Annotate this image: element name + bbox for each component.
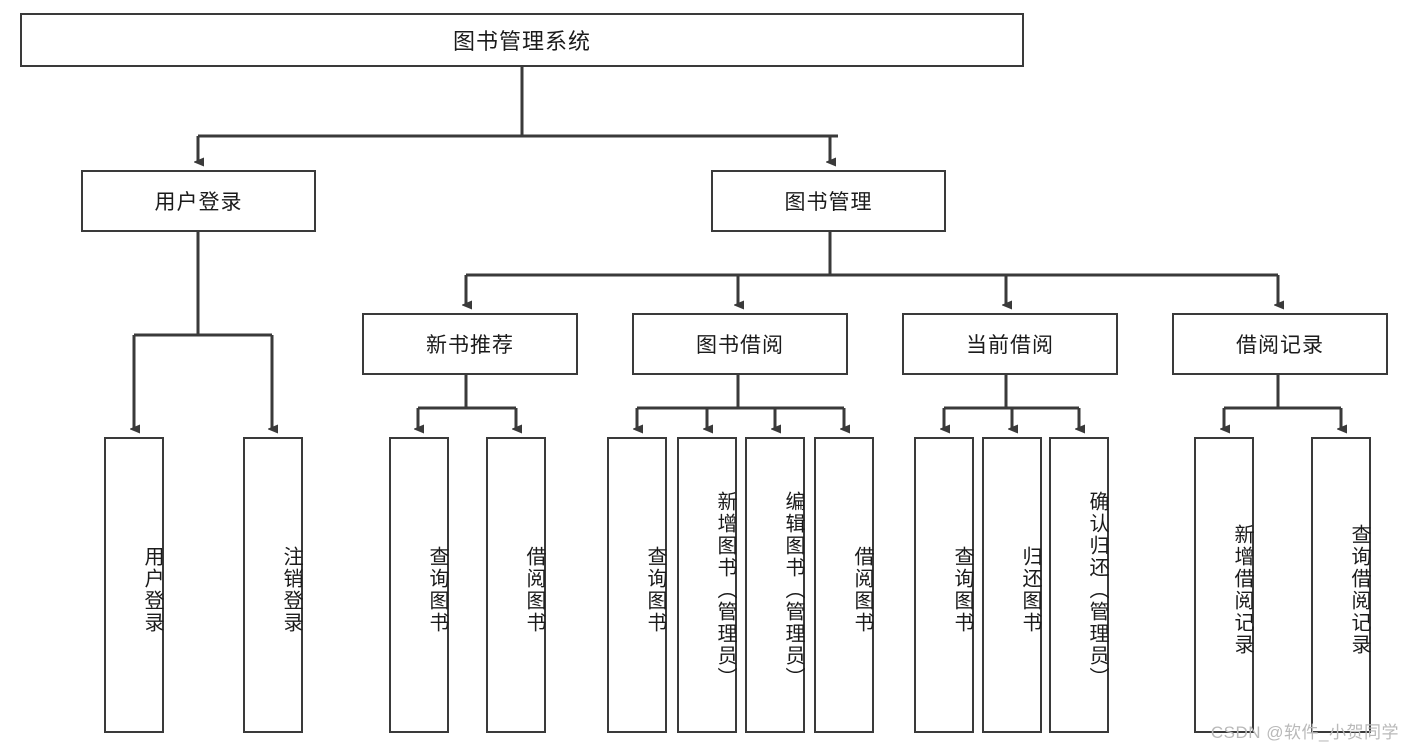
leaf-label: 确认归还（管理员） (1086, 491, 1108, 689)
leaf-label: 查询图书 (644, 546, 666, 634)
node-book-borrow-label: 图书借阅 (696, 334, 784, 357)
leaf-label: 归还图书 (1019, 546, 1041, 634)
leaf-current-borrow-query-book[interactable]: 查询图书 (914, 437, 974, 733)
leaf-new-book-borrow-book[interactable]: 借阅图书 (486, 437, 546, 733)
leaf-current-borrow-confirm-return-admin[interactable]: 确认归还（管理员） (1049, 437, 1109, 733)
node-new-book-recommend-label: 新书推荐 (426, 334, 514, 357)
node-book-manage-label: 图书管理 (784, 191, 873, 214)
leaf-label: 查询借阅记录 (1348, 524, 1370, 656)
leaf-book-borrow-query-book[interactable]: 查询图书 (607, 437, 667, 733)
leaf-new-book-query-book[interactable]: 查询图书 (389, 437, 449, 733)
leaf-label: 用户登录 (141, 546, 163, 634)
node-book-borrow[interactable]: 图书借阅 (632, 313, 848, 375)
leaf-label: 借阅图书 (523, 546, 545, 634)
node-current-borrow-label: 当前借阅 (966, 334, 1054, 357)
leaf-label: 借阅图书 (851, 546, 873, 634)
leaf-label: 查询图书 (951, 546, 973, 634)
node-user-login[interactable]: 用户登录 (81, 170, 316, 232)
leaf-label: 新增借阅记录 (1231, 524, 1253, 656)
node-borrow-record-label: 借阅记录 (1236, 334, 1324, 357)
node-current-borrow[interactable]: 当前借阅 (902, 313, 1118, 375)
leaf-borrow-record-query-record[interactable]: 查询借阅记录 (1311, 437, 1371, 733)
leaf-current-borrow-return-book[interactable]: 归还图书 (982, 437, 1042, 733)
leaf-label: 查询图书 (426, 546, 448, 634)
leaf-label: 编辑图书（管理员） (782, 491, 804, 689)
leaf-user-login-logout[interactable]: 注销登录 (243, 437, 303, 733)
leaf-borrow-record-add-record[interactable]: 新增借阅记录 (1194, 437, 1254, 733)
node-new-book-recommend[interactable]: 新书推荐 (362, 313, 578, 375)
leaf-book-borrow-borrow-book[interactable]: 借阅图书 (814, 437, 874, 733)
node-user-login-label: 用户登录 (154, 191, 243, 214)
leaf-book-borrow-add-book-admin[interactable]: 新增图书（管理员） (677, 437, 737, 733)
leaf-book-borrow-edit-book-admin[interactable]: 编辑图书（管理员） (745, 437, 805, 733)
node-root-label: 图书管理系统 (452, 29, 591, 54)
node-borrow-record[interactable]: 借阅记录 (1172, 313, 1388, 375)
node-root[interactable]: 图书管理系统 (20, 13, 1024, 67)
leaf-label: 注销登录 (280, 546, 302, 634)
node-book-manage[interactable]: 图书管理 (711, 170, 946, 232)
leaf-label: 新增图书（管理员） (714, 491, 736, 689)
leaf-user-login-login[interactable]: 用户登录 (104, 437, 164, 733)
watermark: CSDN @软件_小贺同学 (1210, 723, 1399, 742)
